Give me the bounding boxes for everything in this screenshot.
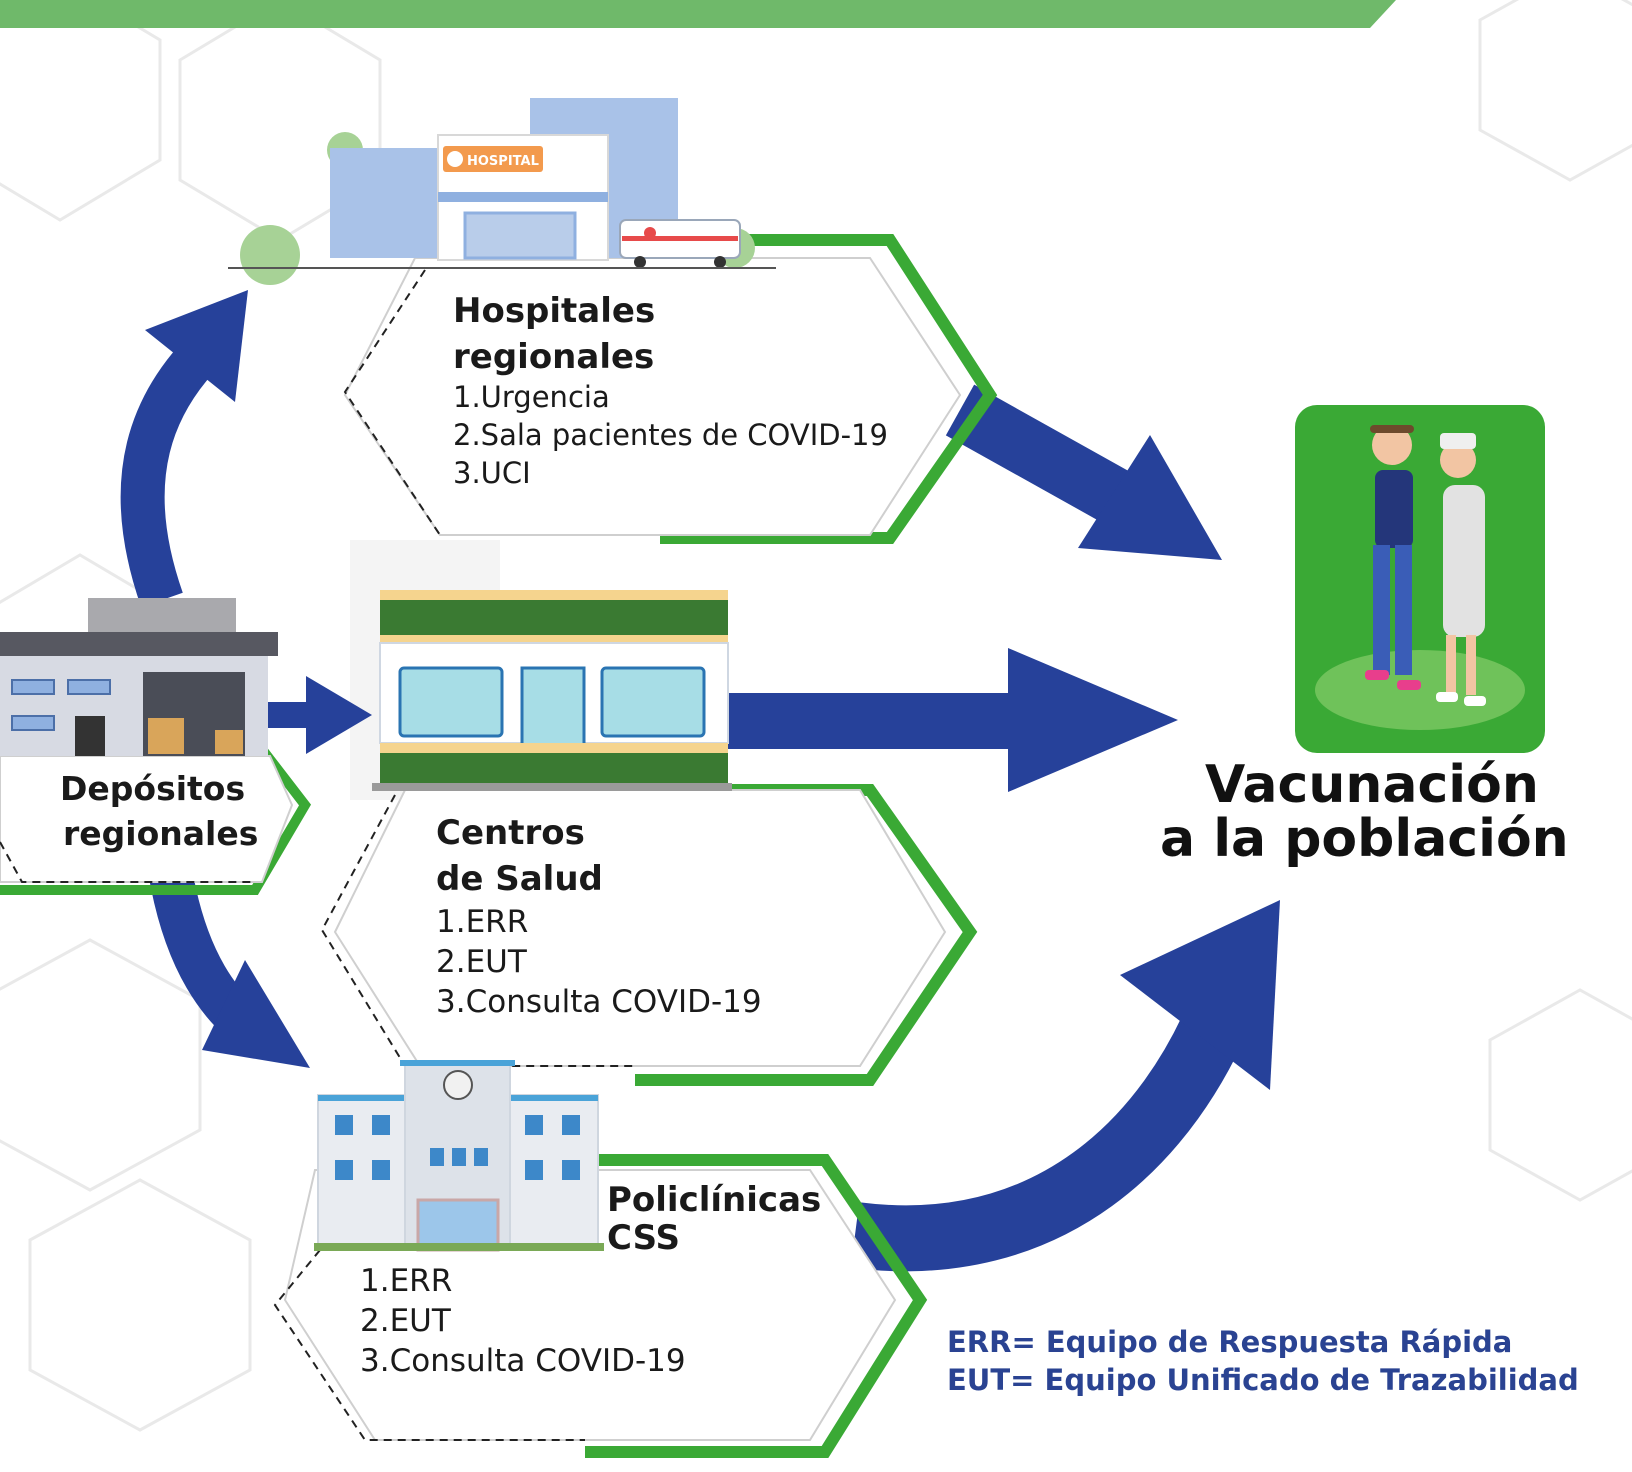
polyclinic-building-icon <box>314 1060 604 1252</box>
arrow-hospitales-to-vacunacion <box>945 384 1222 560</box>
vacunacion-title-2: a la población <box>1160 809 1569 869</box>
background-hexagon-pattern <box>0 0 1632 1432</box>
policlinicas-title-1: Policlínicas <box>607 1180 821 1220</box>
policlinicas-item-3: 3.Consulta COVID-19 <box>360 1343 686 1379</box>
arrow-centros-to-vacunacion <box>720 648 1178 792</box>
vaccination-nurse-patient-icon <box>1295 405 1545 753</box>
arrow-policlinicas-to-vacunacion <box>850 900 1280 1272</box>
arrow-depositos-to-hospitales <box>120 290 248 608</box>
centros-item-2: 2.EUT <box>436 944 528 980</box>
arrow-depositos-to-centros <box>268 676 372 754</box>
depositos-card: Depósitos regionales <box>0 736 312 895</box>
depositos-title-2: regionales <box>63 814 258 853</box>
hospitales-title-1: Hospitales <box>453 291 655 331</box>
depositos-title-1: Depósitos <box>60 769 245 808</box>
top-banner-bar <box>0 0 1396 28</box>
centros-title-1: Centros <box>436 813 585 853</box>
centros-title-2: de Salud <box>436 859 603 899</box>
hospitales-card: Hospitales regionales 1.Urgencia 2.Sala … <box>343 234 998 544</box>
warehouse-building-icon <box>0 598 278 756</box>
policlinicas-item-2: 2.EUT <box>360 1303 452 1339</box>
centros-item-3: 3.Consulta COVID-19 <box>436 984 762 1020</box>
arrow-depositos-to-policlinicas <box>148 866 310 1068</box>
hospital-sign: HOSPITAL <box>467 154 539 169</box>
health-center-building-icon <box>372 590 732 791</box>
hospital-building-icon: HOSPITAL <box>228 98 776 285</box>
legend: ERR= Equipo de Respuesta Rápida EUT= Equ… <box>947 1325 1579 1397</box>
hospitales-item-2: 2.Sala pacientes de COVID-19 <box>453 418 888 452</box>
hospitales-item-3: 3.UCI <box>453 456 531 490</box>
policlinicas-title-2: CSS <box>607 1218 680 1258</box>
legend-eut: EUT= Equipo Unificado de Trazabilidad <box>947 1363 1579 1397</box>
centros-card: Centros de Salud 1.ERR 2.EUT 3.Consulta … <box>320 784 978 1086</box>
legend-err: ERR= Equipo de Respuesta Rápida <box>947 1325 1512 1359</box>
policlinicas-item-1: 1.ERR <box>360 1263 452 1299</box>
vacunacion-title-1: Vacunación <box>1205 755 1539 815</box>
hospitales-title-2: regionales <box>453 337 654 377</box>
hospitales-item-1: 1.Urgencia <box>453 380 610 414</box>
centros-item-1: 1.ERR <box>436 904 528 940</box>
